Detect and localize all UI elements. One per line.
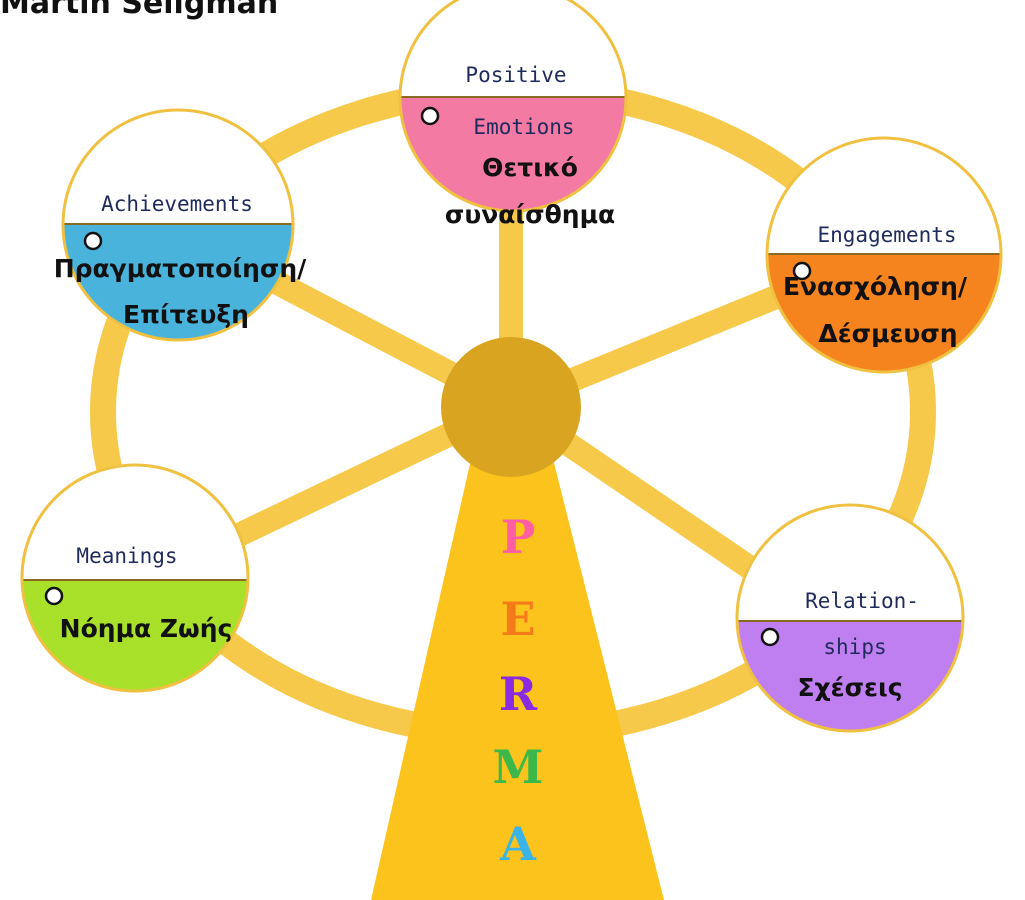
gondola-greek-line1: Θετικό	[482, 153, 578, 182]
perma-letter-a: A	[499, 817, 537, 871]
gondola-greek-line2: Δέσμευση	[818, 319, 957, 348]
gondola-greek-line1: Νόημα Ζωής	[60, 614, 233, 643]
gondola-window-icon	[422, 108, 438, 124]
perma-letter-r: R	[499, 667, 538, 721]
perma-letter-e: E	[500, 592, 535, 646]
gondola-window-icon	[85, 233, 101, 249]
gondola-english-bottom: ships	[823, 635, 886, 659]
perma-letter-m: M	[493, 740, 544, 794]
gondola-meanings: Meanings Νόημα Ζωής	[20, 465, 252, 695]
gondola-greek-line2: συναίσθημα	[445, 200, 615, 229]
gondola-english-top: Positive	[465, 63, 566, 87]
gondola-engagements: Engagements Ενασχόληση/ Δέσμευση	[765, 138, 1005, 379]
gondola-greek-line1: Πραγματοποίηση/	[54, 254, 307, 283]
gondola-greek-line2: Επίτευξη	[123, 300, 249, 329]
gondola-english-top: Relation-	[805, 589, 919, 613]
wheel-hub	[441, 337, 581, 477]
gondola-english-top: Engagements	[817, 223, 956, 247]
gondola-english-top: Meanings	[76, 544, 177, 568]
gondola-relationships: Relation- ships Σχέσεις	[735, 505, 967, 736]
gondola-greek-line1: Σχέσεις	[797, 673, 902, 702]
gondola-window-icon	[762, 629, 778, 645]
gondola-english-top: Achievements	[101, 192, 253, 216]
gondola-english-bottom: Emotions	[473, 115, 574, 139]
gondola-greek-line1: Ενασχόληση/	[783, 272, 968, 301]
gondola-window-icon	[46, 588, 62, 604]
perma-letter-p: P	[501, 510, 536, 564]
gondola-positive-emotions: Positive Emotions Θετικό συναίσθημα	[398, 0, 628, 229]
